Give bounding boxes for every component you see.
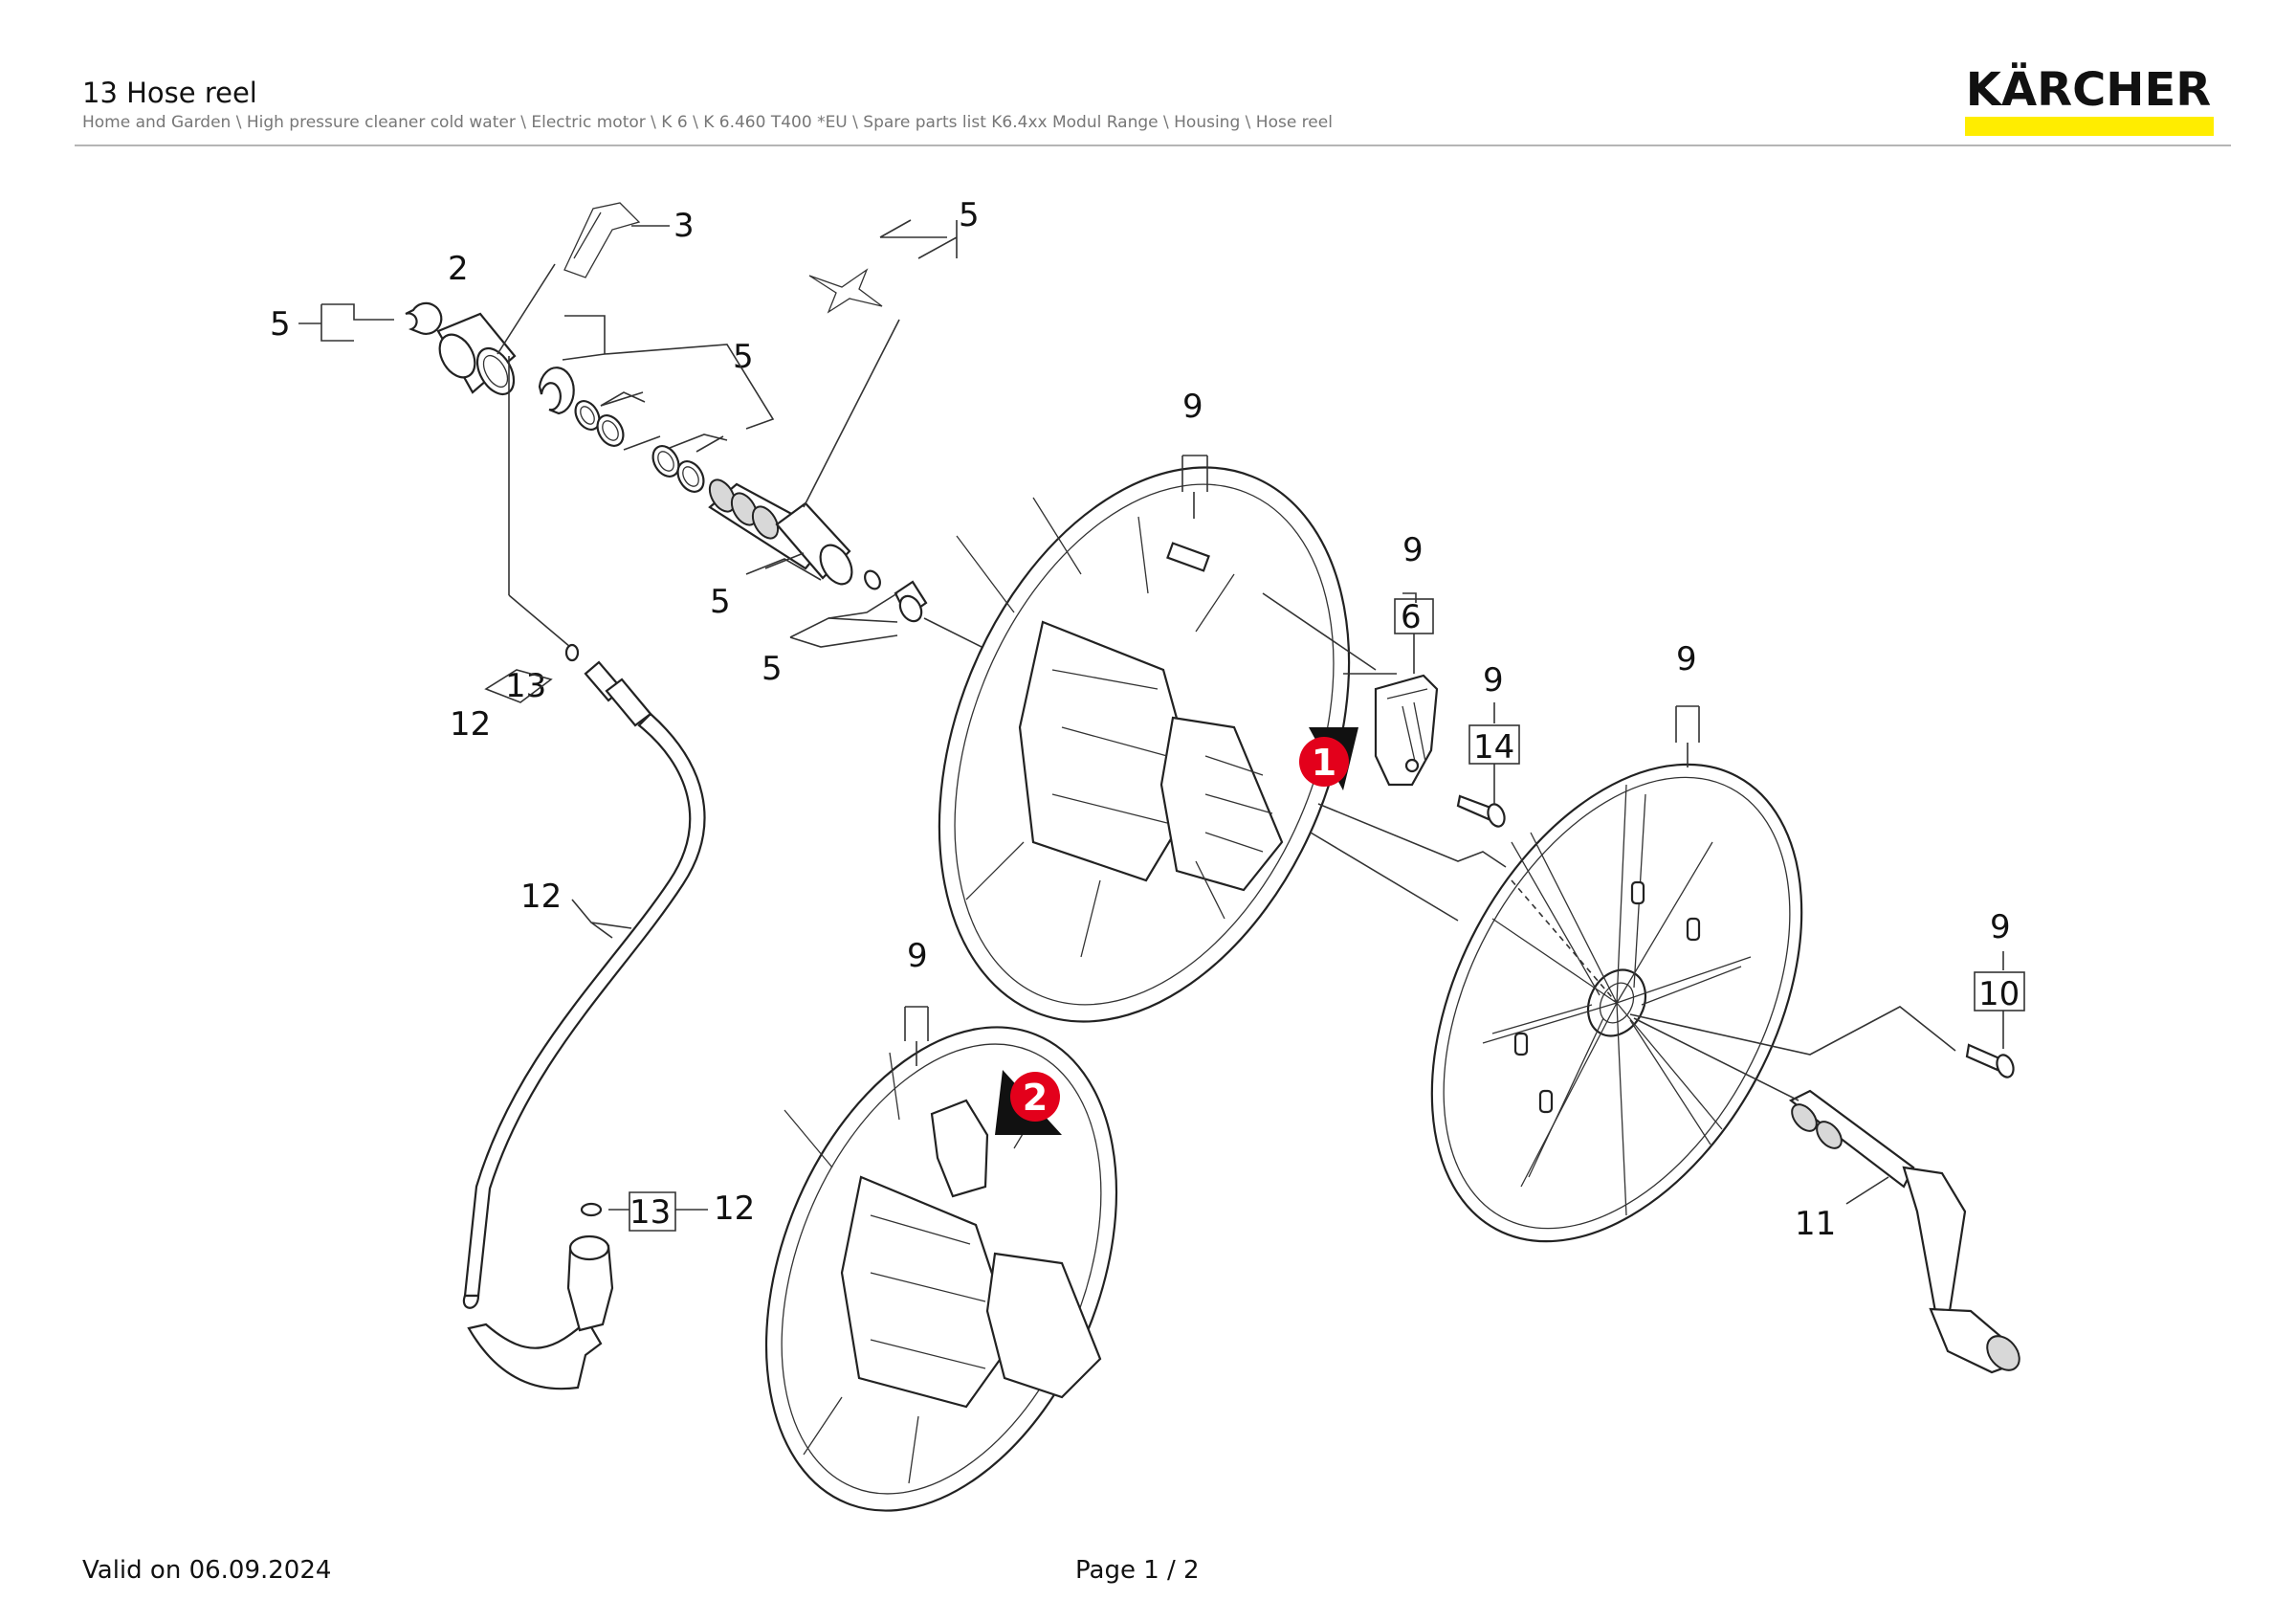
karcher-logo: KÄRCHER — [1959, 59, 2218, 138]
label-9-upper-reel: 9 — [1182, 388, 1203, 426]
label-5-lower-a: 5 — [710, 583, 731, 621]
label-13-lower: 13 — [629, 1193, 671, 1232]
callout-2: 2 — [995, 1070, 1062, 1135]
label-2: 2 — [448, 250, 469, 288]
part-reel-drum-lower — [764, 1026, 1118, 1512]
callout-2-badge — [1010, 1072, 1060, 1122]
label-9-side-disc: 9 — [1676, 640, 1697, 678]
part-swivel-shaft — [708, 478, 853, 586]
part-e-clip — [538, 367, 575, 415]
part-retaining-clip — [808, 268, 883, 314]
part-latch-6 — [1374, 674, 1439, 787]
callout-1: 1 — [1299, 727, 1358, 790]
part-clip-3 — [563, 202, 670, 278]
part-small-nut — [864, 569, 928, 623]
label-6: 6 — [1401, 598, 1422, 636]
part-crank-handle-11 — [1788, 1089, 2020, 1374]
label-11: 11 — [1795, 1205, 1836, 1243]
part-screw-10 — [1965, 1043, 2015, 1078]
label-14: 14 — [1473, 728, 1514, 767]
logo-yellow-bar — [1965, 117, 2214, 136]
label-12-upper: 12 — [450, 705, 491, 744]
label-9-latch: 9 — [1402, 531, 1424, 569]
label-5-lower-b: 5 — [762, 650, 783, 688]
callout-1-badge — [1299, 737, 1349, 787]
page-title: 13 Hose reel — [82, 77, 257, 109]
label-5-clip: 5 — [959, 196, 980, 234]
label-10: 10 — [1978, 975, 2020, 1013]
label-9-screw-10: 9 — [1990, 908, 2011, 946]
validity-date: Valid on 06.09.2024 — [82, 1556, 332, 1585]
label-12-lower: 12 — [714, 1189, 755, 1228]
label-3: 3 — [673, 207, 695, 245]
callout-2-number: 2 — [1023, 1077, 1048, 1119]
label-9-lower-reel: 9 — [907, 937, 928, 975]
label-9-screw: 9 — [1483, 661, 1504, 700]
label-12-middle: 12 — [520, 878, 562, 916]
part-c-clip — [405, 301, 443, 335]
label-5-rings: 5 — [733, 338, 754, 376]
breadcrumb[interactable]: Home and Garden \ High pressure cleaner … — [82, 113, 1333, 132]
part-reel-drum-upper — [938, 466, 1351, 1023]
callout-1-number: 1 — [1312, 742, 1336, 784]
part-o-rings — [574, 399, 705, 493]
label-5-left: 5 — [270, 305, 291, 344]
page-number: Page 1 / 2 — [1075, 1556, 1200, 1585]
header-divider — [75, 145, 2231, 146]
part-high-pressure-hose — [462, 356, 706, 1390]
logo-wordmark: KÄRCHER — [1965, 63, 2212, 117]
part-sleeve-2 — [436, 312, 517, 395]
part-screw-14 — [1456, 794, 1506, 828]
